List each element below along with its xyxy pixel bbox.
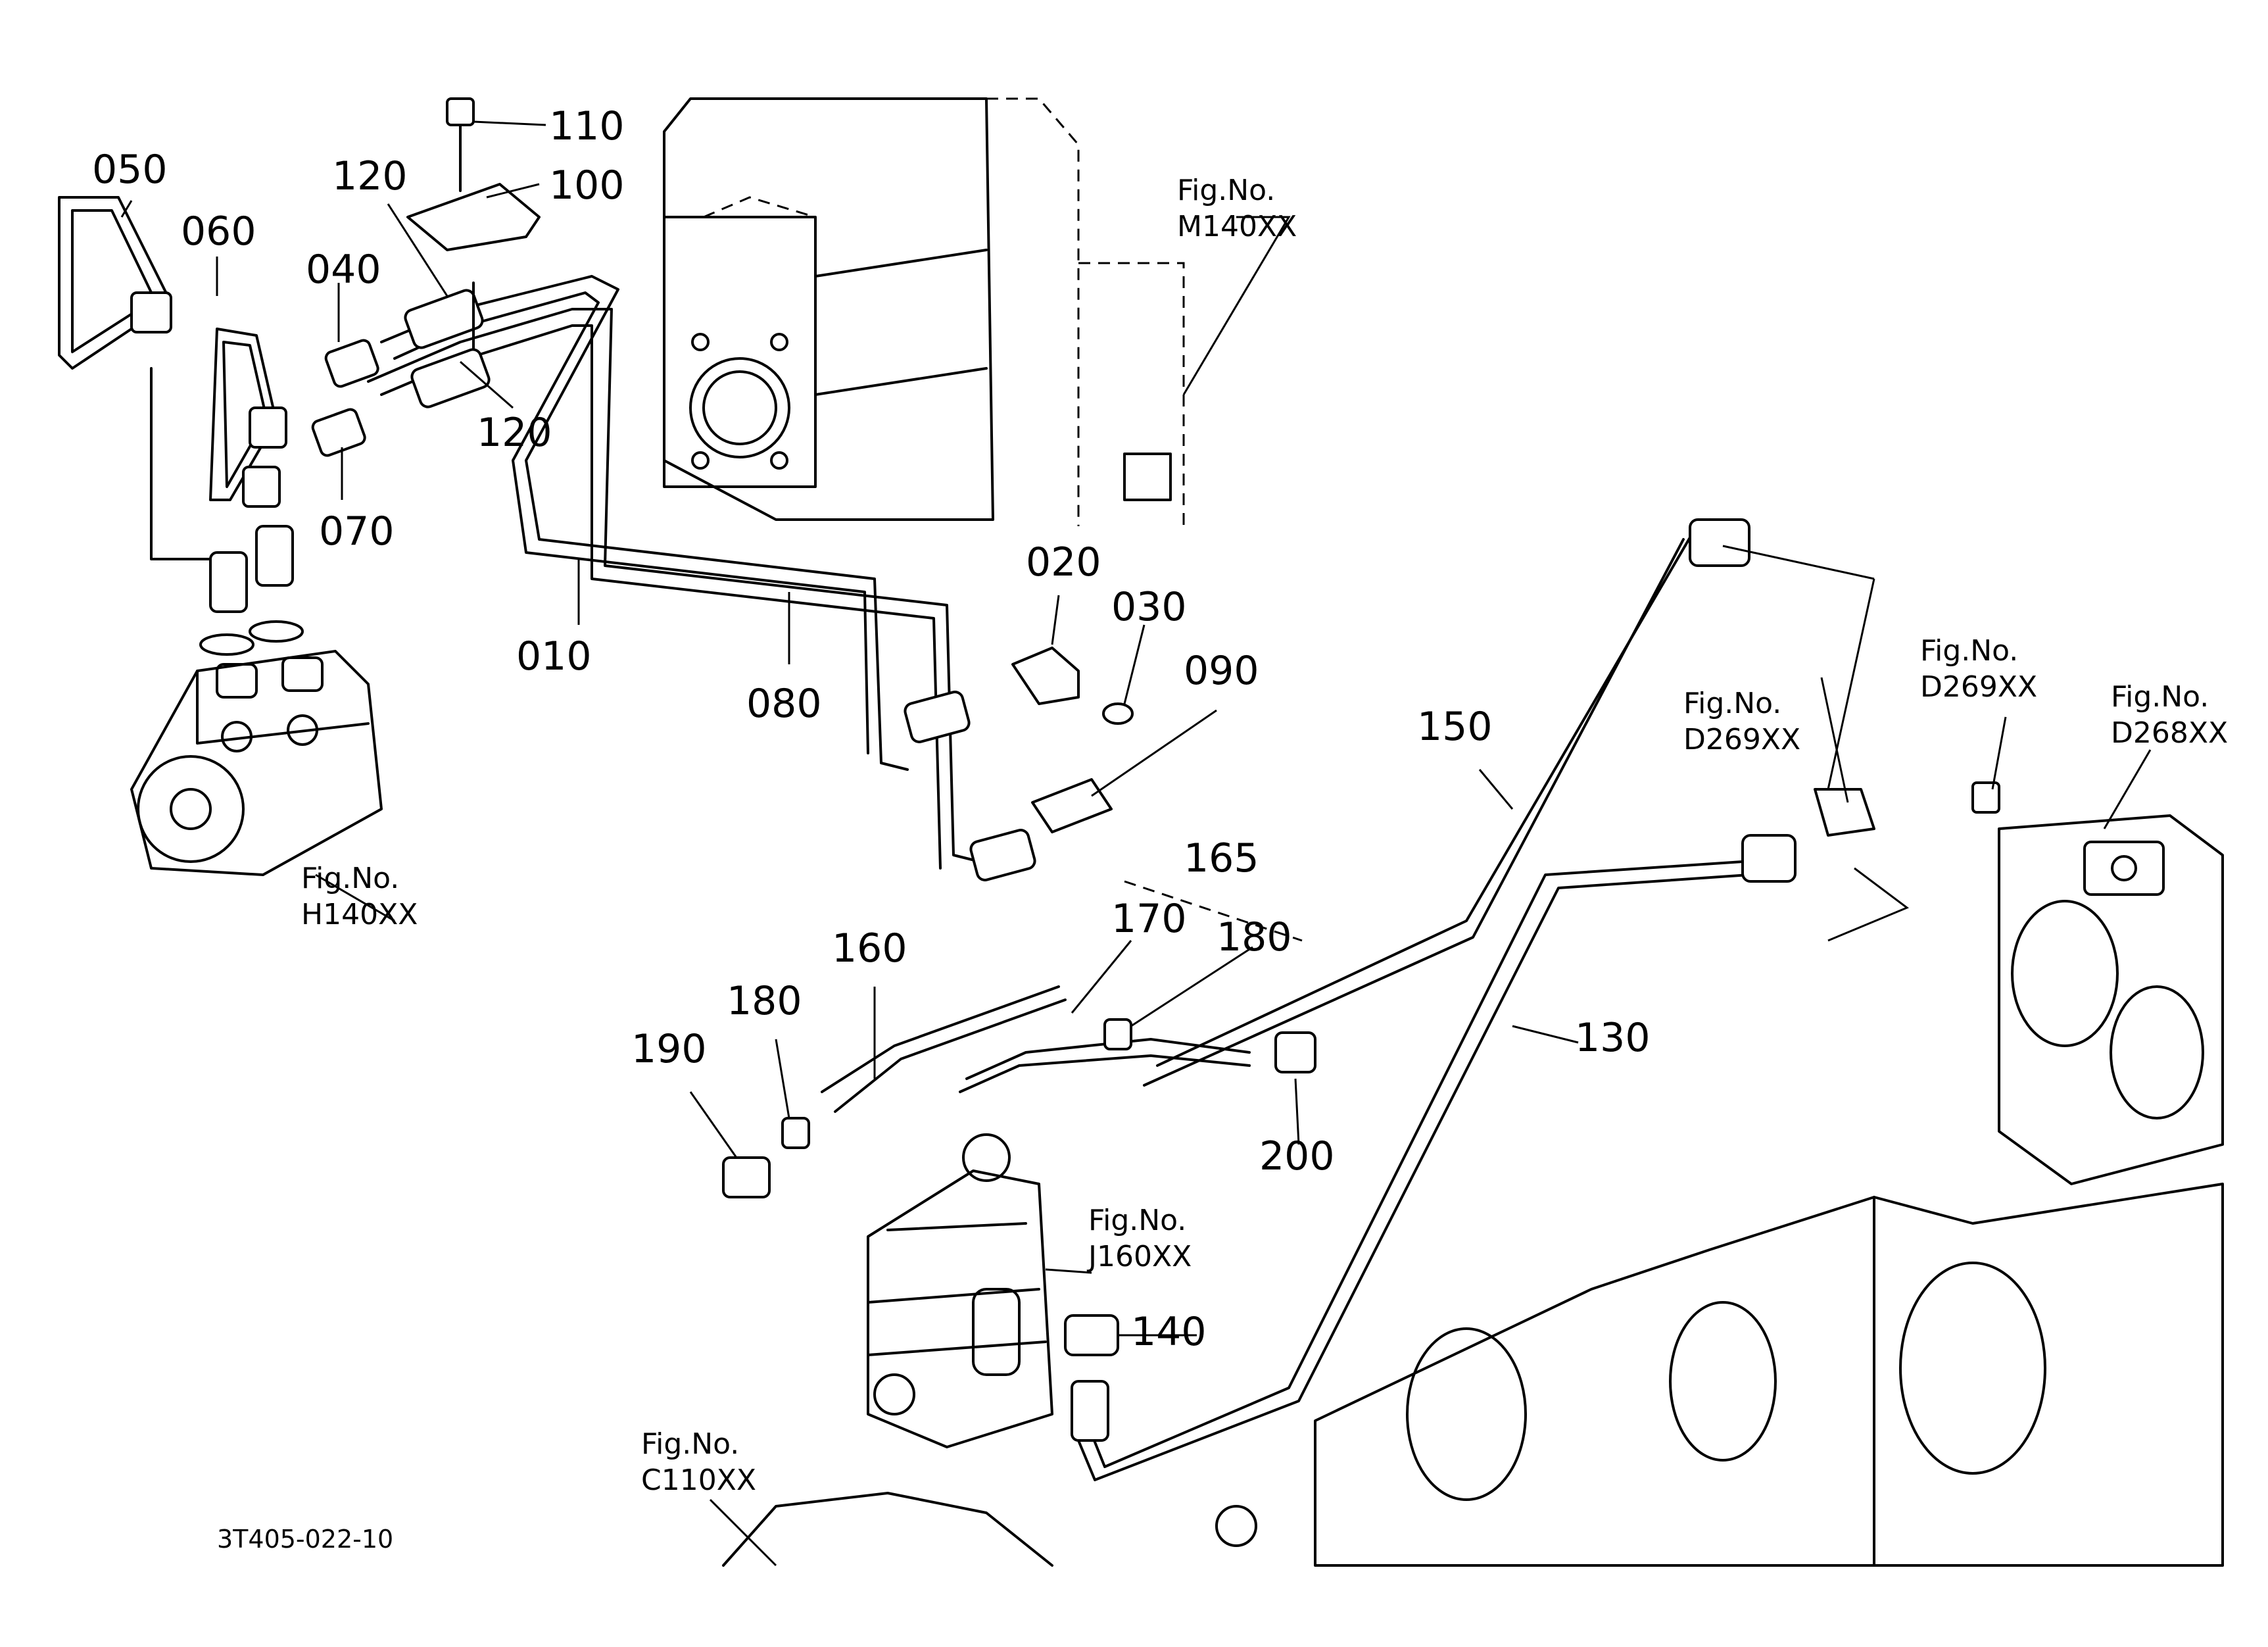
valve-housing-drawing — [663, 97, 1185, 526]
figure-ref-code: D268XX — [2111, 716, 2229, 750]
drawing-id: 3T405-022-10 — [217, 1525, 394, 1554]
part-label-040: 040 — [306, 247, 381, 293]
figure-ref-h140: Fig.No. H140XX — [301, 860, 418, 933]
part-label-190: 190 — [631, 1026, 707, 1072]
figure-ref-code: C110XX — [641, 1463, 756, 1497]
part-label-200: 200 — [1259, 1133, 1335, 1179]
part-label-080: 080 — [746, 681, 822, 727]
part-label-165: 165 — [1184, 835, 1259, 881]
part-label-140: 140 — [1131, 1309, 1207, 1355]
steering-pump-drawing — [130, 650, 383, 876]
part-label-150: 150 — [1417, 704, 1493, 750]
figure-ref-label: Fig.No. — [2111, 680, 2209, 714]
part-label-180-left: 180 — [727, 978, 802, 1024]
figure-ref-label: Fig.No. — [641, 1427, 740, 1461]
part-label-170: 170 — [1111, 896, 1187, 942]
figure-ref-j160: Fig.No. J160XX — [1088, 1202, 1192, 1275]
part-label-180-right: 180 — [1217, 914, 1292, 960]
tube-loops-drawing — [58, 196, 304, 656]
elbow-fittings-drawing — [904, 647, 1134, 881]
part-label-030: 030 — [1111, 584, 1187, 630]
fittings-cluster-drawing — [311, 97, 541, 457]
figure-ref-code: H140XX — [301, 898, 418, 931]
part-label-060: 060 — [181, 209, 256, 255]
part-label-130: 130 — [1575, 1015, 1651, 1061]
figure-ref-m140: Fig.No. M140XX — [1177, 172, 1297, 245]
part-label-110: 110 — [549, 103, 625, 149]
figure-ref-d269-left: Fig.No. D269XX — [1683, 685, 1800, 758]
figure-ref-label: Fig.No. — [301, 862, 400, 895]
part-label-120-upper: 120 — [332, 153, 408, 199]
control-valve-drawing — [867, 1133, 1053, 1448]
part-label-020: 020 — [1026, 539, 1101, 585]
part-label-120-lower: 120 — [477, 410, 552, 456]
figure-ref-label: Fig.No. — [1088, 1204, 1187, 1237]
part-label-050: 050 — [92, 147, 168, 193]
part-label-160: 160 — [832, 925, 907, 971]
figure-ref-label: Fig.No. — [1177, 174, 1276, 207]
figure-ref-d268: Fig.No. D268XX — [2111, 679, 2228, 751]
figure-ref-code: J160XX — [1088, 1240, 1192, 1273]
figure-ref-code: D269XX — [1920, 670, 2038, 704]
part-label-100: 100 — [549, 162, 625, 209]
figure-ref-c110: Fig.No. C110XX — [641, 1426, 756, 1498]
figure-ref-label: Fig.No. — [1683, 687, 1782, 720]
transmission-housing-drawing — [722, 814, 2224, 1567]
part-label-070: 070 — [319, 508, 395, 554]
part-label-010: 010 — [516, 633, 592, 679]
return-tubes-drawing — [722, 518, 2000, 1481]
leader-lines — [120, 120, 2152, 1567]
part-label-090: 090 — [1184, 648, 1259, 694]
figure-ref-d269-right: Fig.No. D269XX — [1920, 633, 2037, 705]
figure-ref-label: Fig.No. — [1920, 634, 2019, 668]
figure-ref-code: D269XX — [1683, 723, 1801, 756]
figure-ref-code: M140XX — [1177, 210, 1297, 243]
